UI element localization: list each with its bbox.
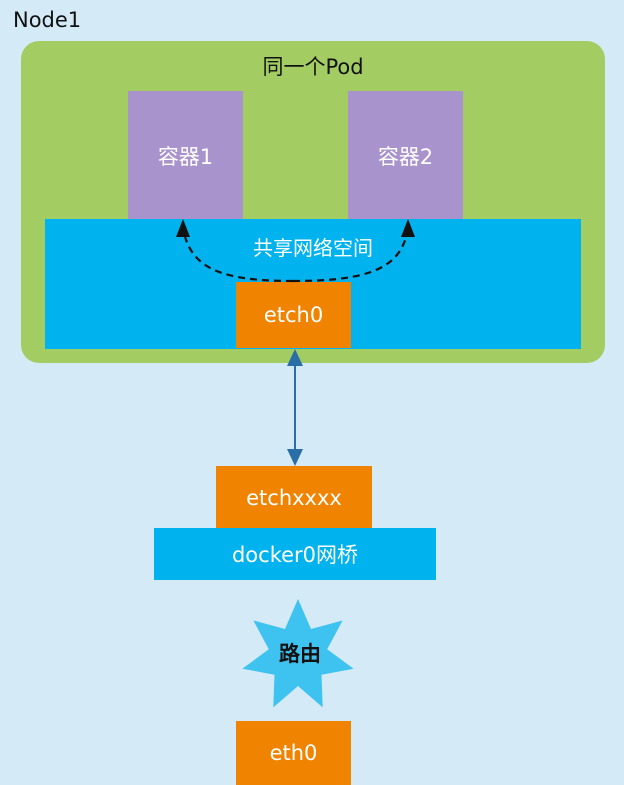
shared-network-namespace-label: 共享网络空间 <box>253 236 373 260</box>
link-arrowhead-up-icon <box>287 349 303 366</box>
arrowhead-container-1-icon <box>176 219 190 237</box>
pod-label: 同一个Pod <box>262 55 364 79</box>
docker0-bridge: docker0网桥 <box>154 528 436 580</box>
container-2-label: 容器2 <box>377 145 434 169</box>
container-1: 容器1 <box>128 91 243 221</box>
container-1-label: 容器1 <box>157 145 214 169</box>
pod-interface-label: etch0 <box>263 303 324 327</box>
veth-label: etchxxxx <box>246 486 342 510</box>
arrowhead-container-2-icon <box>401 219 415 237</box>
container-2: 容器2 <box>348 91 463 221</box>
router-label: 路由 <box>279 642 321 666</box>
bridge-label: docker0网桥 <box>231 543 359 567</box>
host-nic-label: eth0 <box>269 741 318 765</box>
router-star-icon <box>242 599 354 708</box>
veth-etchxxxx: etchxxxx <box>216 466 372 530</box>
dashed-arrow-to-container-2 <box>292 227 410 283</box>
link-arrowhead-down-icon <box>287 449 303 466</box>
host-nic-eth0: eth0 <box>236 721 351 785</box>
node-label: Node1 <box>13 8 82 32</box>
dashed-arrow-to-container-1 <box>181 227 294 283</box>
pod-interface-etch0: etch0 <box>236 282 351 348</box>
